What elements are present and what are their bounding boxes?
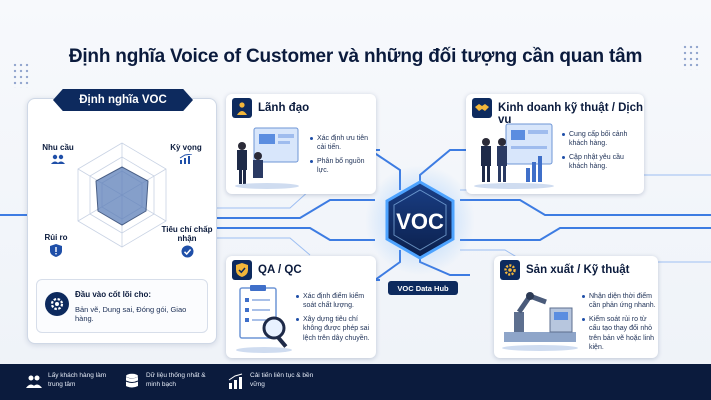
decor-dots-right	[682, 44, 700, 70]
footer-item-customer-centric: Lấy khách hàng làm trung tâm	[26, 372, 118, 390]
bullet: Cập nhật yêu cầu khách hàng.	[562, 153, 640, 172]
bullet: Xác định ưu tiên cải tiến.	[310, 134, 372, 153]
card-production-title: Sản xuất / Kỹ thuật	[526, 264, 630, 276]
page-title: Định nghĩa Voice of Customer và những đố…	[68, 46, 643, 67]
warning-shield-icon	[50, 244, 62, 257]
card-qa-qc: QA / QC Xác định điểm kiểm soát chất lượ…	[226, 256, 376, 358]
footer-text: Cải tiến liên tục & bền vững	[250, 372, 314, 388]
handshake-icon	[472, 98, 492, 118]
core-input-box: Đầu vào cốt lõi cho: Bản vẽ, Dung sai, Đ…	[36, 279, 208, 333]
bullet: Kiểm soát rủi ro từ cấu tạo thay đổi nhỏ…	[582, 315, 656, 353]
gear-icon	[45, 292, 69, 316]
users-icon	[51, 154, 65, 164]
card-technical-sales-bullets: Cung cấp bối cảnh khách hàng. Cập nhật y…	[562, 130, 640, 176]
card-production-bullets: Nhận diện thời điểm cần phản ứng nhanh. …	[582, 292, 656, 357]
production-illustration	[502, 292, 578, 351]
gear-icon	[500, 260, 520, 280]
axis-label-risk: Rủi ro	[36, 233, 76, 259]
card-technical-sales-title: Kinh doanh kỹ thuật / Dịch vụ	[498, 102, 644, 126]
check-circle-icon	[181, 245, 193, 258]
decor-dots-left	[12, 62, 30, 88]
core-input-title: Đầu vào cốt lõi cho:	[75, 290, 152, 299]
bullet: Xây dựng tiêu chí không được phép sai lệ…	[296, 315, 372, 343]
bullet: Nhận diện thời điểm cần phản ứng nhanh.	[582, 292, 656, 311]
database-icon	[125, 373, 139, 388]
bullet: Phân bổ nguồn lực.	[310, 157, 372, 176]
footer-text: Dữ liệu thống nhất & minh bạch	[146, 372, 206, 388]
axis-label-needs: Nhu cầu	[36, 143, 80, 166]
card-qa-qc-bullets: Xác định điểm kiểm soát chất lượng. Xây …	[296, 292, 372, 347]
card-leadership: Lãnh đạo Xác định ưu tiên cải tiến. Phân…	[226, 94, 376, 194]
shield-check-icon	[232, 260, 252, 280]
footer-item-data: Dữ liệu thống nhất & minh bạch	[124, 372, 216, 390]
axis-label-acceptance-criteria: Tiêu chí chấp nhận	[160, 225, 214, 260]
voc-definition-heading: Định nghĩa VOC	[53, 89, 193, 111]
qa-qc-illustration	[236, 285, 292, 353]
leader-icon	[232, 98, 252, 118]
footer-item-improvement: Cải tiến liên tục & bền vững	[228, 372, 320, 390]
card-leadership-title: Lãnh đạo	[258, 102, 310, 114]
voc-hub-label: VOC	[396, 209, 444, 234]
voc-data-hub-caption: VOC Data Hub	[388, 281, 458, 295]
bullet: Cung cấp bối cảnh khách hàng.	[562, 130, 640, 149]
footer-bar: Lấy khách hàng làm trung tâm Dữ liệu thố…	[0, 364, 711, 400]
growth-chart-icon	[228, 373, 243, 389]
customers-icon	[26, 375, 42, 388]
technical-sales-illustration	[474, 123, 554, 189]
footer-text: Lấy khách hàng làm trung tâm	[48, 372, 107, 388]
card-technical-sales: Kinh doanh kỹ thuật / Dịch vụ Cung cấp b…	[466, 94, 644, 194]
card-production: Sản xuất / Kỹ thuật Nhận diện thời điểm …	[494, 256, 658, 358]
leadership-illustration	[235, 127, 299, 189]
card-leadership-bullets: Xác định ưu tiên cải tiến. Phân bổ nguồn…	[310, 134, 372, 180]
axis-label-expectations: Kỳ vọng	[164, 143, 208, 166]
growth-chart-icon	[179, 153, 193, 164]
card-qa-qc-title: QA / QC	[258, 264, 302, 276]
radar-chart	[77, 142, 167, 248]
bullet: Xác định điểm kiểm soát chất lượng.	[296, 292, 372, 311]
core-input-text: Bản vẽ, Dung sai, Đóng gói, Giao hàng.	[75, 305, 187, 323]
voc-definition-panel: Định nghĩa VOC Nhu cầu Kỳ vọng Rủi ro Ti…	[27, 89, 217, 344]
